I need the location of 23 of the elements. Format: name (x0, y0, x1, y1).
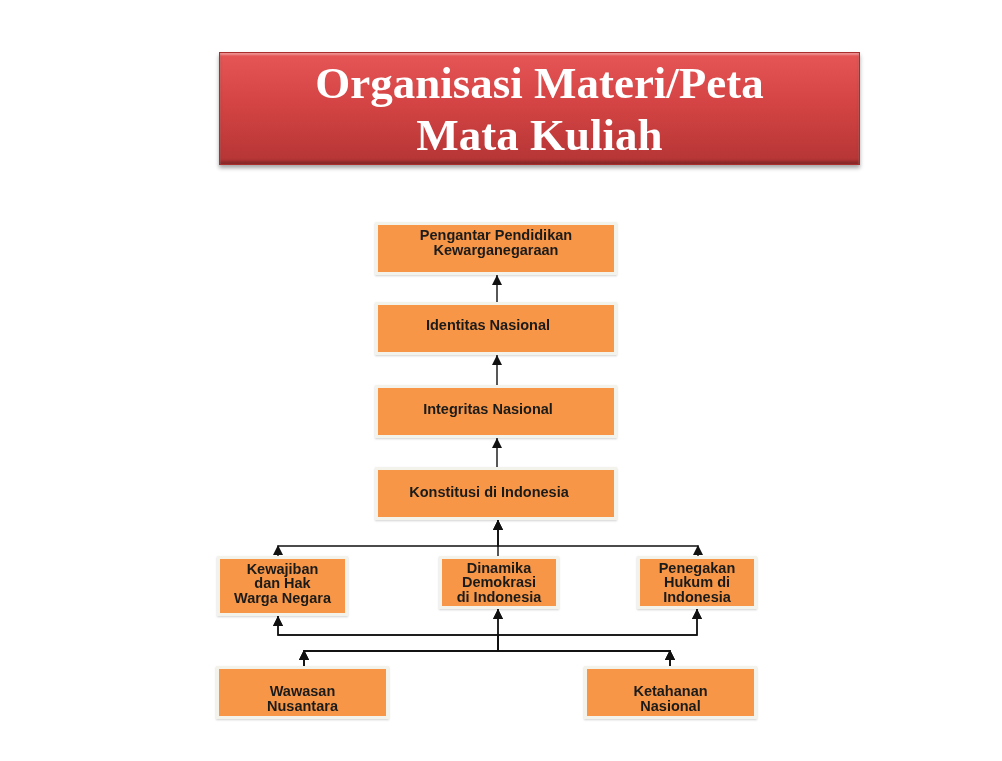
process-box (375, 385, 617, 438)
arrow (492, 437, 502, 468)
process-box (637, 556, 757, 609)
node-text: Wawasan Nusantara (266, 684, 339, 713)
node-text: Dinamika Demokrasi di Indonesia (455, 560, 543, 605)
node-text: Identitas Nasional (425, 318, 551, 333)
node-text: Integritas Nasional (423, 402, 553, 417)
node-text: Penegakan Hukum di Indonesia (657, 560, 737, 605)
arrow (493, 519, 703, 557)
node-text: Pengantar Pendidikan Kewarganegaraan (418, 228, 574, 257)
process-box (584, 666, 757, 719)
process-box (375, 302, 617, 355)
title-text: Organisasi Materi/Peta Mata Kuliah (314, 56, 765, 161)
process-box (375, 222, 617, 275)
process-box (439, 556, 559, 609)
process-box (217, 556, 348, 616)
node-text: Konstitusi di Indonesia (409, 484, 569, 500)
arrow (492, 354, 502, 386)
arrow (492, 274, 502, 303)
node-text: Kewajiban dan Hak Warga Negara (233, 561, 332, 606)
process-box (375, 467, 617, 520)
process-box (216, 666, 389, 719)
node-text: Ketahanan Nasional (632, 684, 709, 713)
